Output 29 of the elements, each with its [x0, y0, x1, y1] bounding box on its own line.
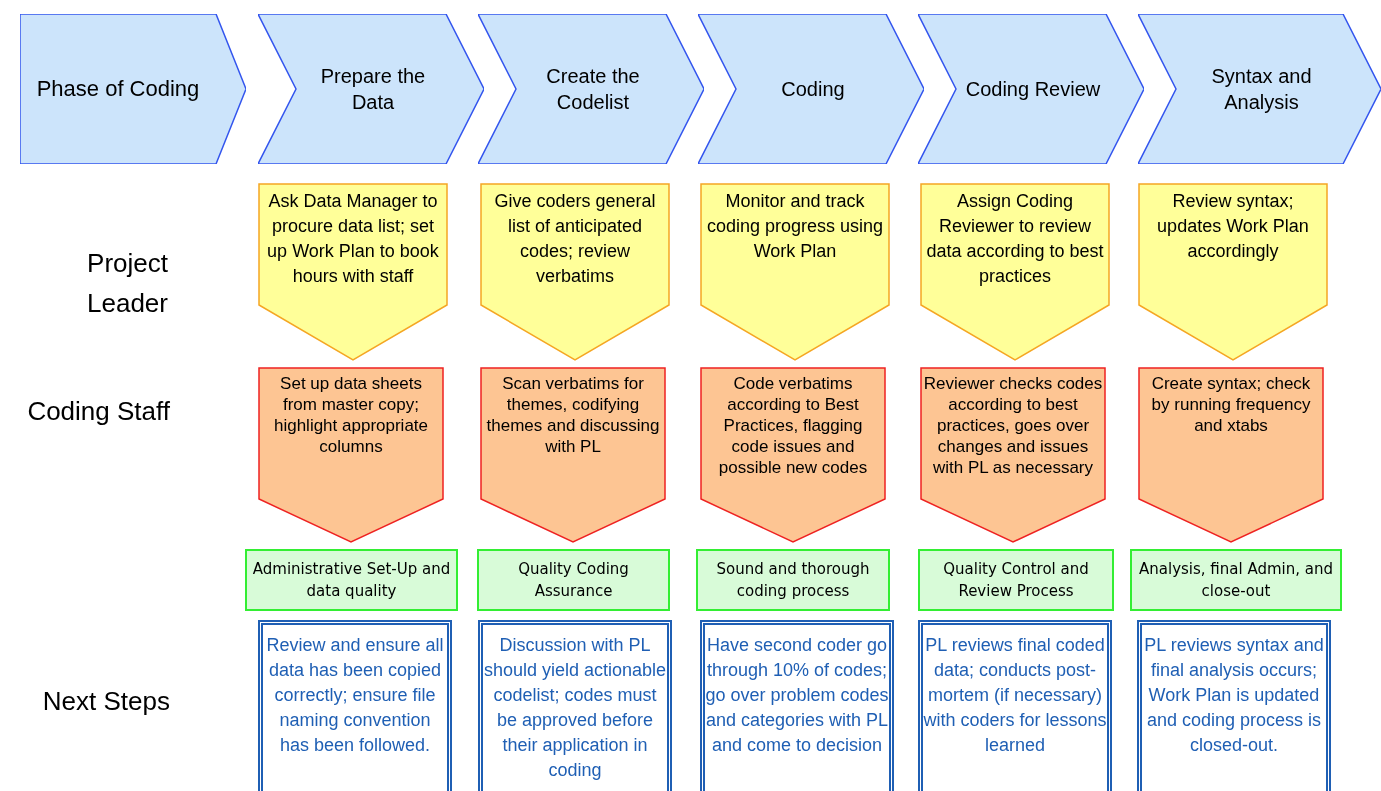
outcome-box: Sound and thorough coding process: [696, 549, 890, 611]
outcome-box: Administrative Set-Up and data quality: [245, 549, 458, 611]
chevron-shape: Create the Codelist: [478, 14, 704, 164]
down-arrow-shape: Monitor and track coding progress using Work Plan: [700, 183, 890, 361]
chevron-shape: Coding Review: [918, 14, 1144, 164]
down-arrow-shape: Create syntax; check by running frequency and xtabs: [1138, 367, 1324, 543]
next-step-box: PL reviews final coded data; conducts post-mortem (if necessary) with coders for lessons learned: [918, 620, 1112, 791]
next-step-box: PL reviews syntax and final analysis occurs; Work Plan is updated and coding process is closed-out.: [1137, 620, 1331, 791]
chevron-shape: Coding: [698, 14, 924, 164]
down-arrow-shape: Review syntax; updates Work Plan accordingly: [1138, 183, 1328, 361]
down-arrow-shape: Code verbatims according to Best Practices, flagging code issues and possible new codes: [700, 367, 886, 543]
next-step-box: Review and ensure all data has been copied correctly; ensure file naming convention has been followed.: [258, 620, 452, 791]
outcome-box: Quality Coding Assurance: [477, 549, 670, 611]
chevron-shape: Phase of Coding: [20, 14, 246, 164]
down-arrow-shape: Set up data sheets from master copy; highlight appropriate columns: [258, 367, 444, 543]
chevron-shape: Prepare the Data: [258, 14, 484, 164]
chevron-shape: Syntax and Analysis: [1138, 14, 1381, 164]
row-label: Next Steps: [41, 685, 170, 718]
row-label: Project Leader: [86, 247, 168, 320]
down-arrow-shape: Ask Data Manager to procure data list; set up Work Plan to book hours with staff: [258, 183, 448, 361]
row-label: Coding Staff: [26, 395, 170, 428]
down-arrow-shape: Give coders general list of anticipated codes; review verbatims: [480, 183, 670, 361]
next-step-box: Discussion with PL should yield actionable codelist; codes must be approved before their application in coding: [478, 620, 672, 791]
down-arrow-shape: Reviewer checks codes according to best practices, goes over changes and issues with PL as necessary: [920, 367, 1106, 543]
outcome-box: Quality Control and Review Process: [918, 549, 1114, 611]
down-arrow-shape: Scan verbatims for themes, codifying themes and discussing with PL: [480, 367, 666, 543]
outcome-box: Analysis, final Admin, and close-out: [1130, 549, 1342, 611]
down-arrow-shape: Assign Coding Reviewer to review data according to best practices: [920, 183, 1110, 361]
next-step-box: Have second coder go through 10% of codes; go over problem codes and categories with PL and come to decision: [700, 620, 894, 791]
